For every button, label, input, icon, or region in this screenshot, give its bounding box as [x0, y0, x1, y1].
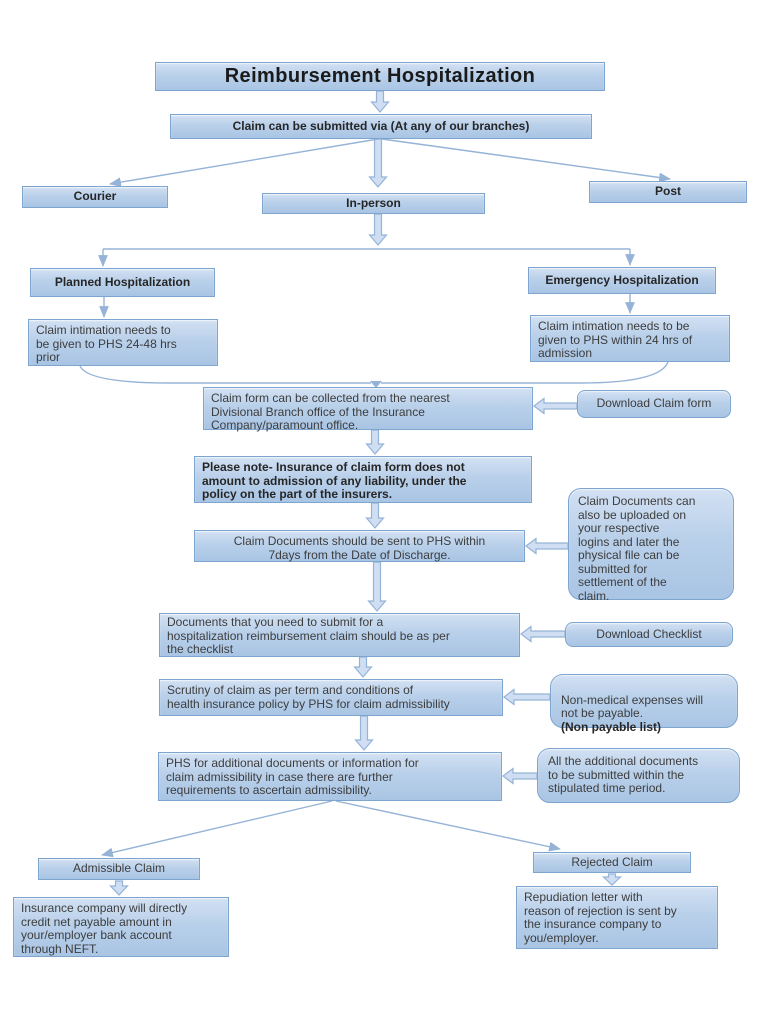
connector-submit-to-post: [381, 138, 671, 183]
node-neft-payment: Insurance company will directly credit n…: [13, 897, 229, 957]
connector-submit-to-courier: [109, 138, 379, 188]
node-intimation-emergency: Claim intimation needs to be given to PH…: [530, 315, 730, 362]
node-phs-additional: PHS for additional documents or informat…: [158, 752, 502, 801]
non-payable-list-text: (Non payable list): [561, 719, 662, 734]
connector-scrutiny-to-phs: [354, 715, 374, 751]
node-courier: Courier: [22, 186, 168, 208]
node-in-person: In-person: [262, 193, 485, 214]
node-scrutiny: Scrutiny of claim as per term and condit…: [159, 679, 503, 716]
connector-rejected-to-repudiation: [601, 873, 623, 886]
connector-submit-to-inperson: [368, 138, 388, 188]
node-rejected-claim: Rejected Claim: [533, 852, 691, 873]
non-medical-text: Non-medical expenses will not be payable…: [561, 692, 704, 720]
connector-downloadclaimform-to-claimform: [533, 397, 578, 415]
connector-phs-to-admissible: [101, 800, 333, 858]
node-claim-documents: Claim Documents should be sent to PHS wi…: [194, 530, 525, 562]
connector-phs-to-rejected: [335, 800, 561, 852]
connector-uploadnote-to-claimdocs: [525, 537, 569, 555]
node-post: Post: [589, 181, 747, 203]
node-checklist: Documents that you need to submit for a …: [159, 613, 520, 657]
connector-claimdocs-to-checklist: [367, 561, 387, 612]
node-title: Reimbursement Hospitalization: [155, 62, 605, 91]
node-intimation-planned: Claim intimation needs to be given to PH…: [28, 319, 218, 366]
node-claim-form: Claim form can be collected from the nea…: [203, 387, 533, 432]
node-submit-via: Claim can be submitted via (At any of ou…: [170, 114, 592, 139]
connector-nonmedical-to-scrutiny: [503, 688, 551, 706]
node-emergency-hospitalization: Emergency Hospitalization: [528, 267, 716, 294]
connector-downloadchecklist-to-checklist: [520, 625, 566, 643]
connector-additionaldocs-to-phs: [502, 767, 538, 785]
download-checklist-button[interactable]: Download Checklist: [565, 622, 733, 647]
connector-inperson-to-junction: [368, 213, 388, 246]
connector-admissible-to-neft: [109, 880, 129, 896]
node-admissible-claim: Admissible Claim: [38, 858, 200, 880]
note-additional-docs: All the additional documents to be submi…: [537, 748, 740, 803]
connector-intimations-to-claimform: [79, 361, 669, 388]
node-please-note: Please note- Insurance of claim form doe…: [194, 456, 532, 503]
connector-title-to-submit: [370, 90, 390, 113]
connector-claimform-to-pleasenote: [365, 429, 385, 455]
note-non-medical: Non-medical expenses will not be payable…: [550, 674, 738, 733]
download-claim-form-button[interactable]: Download Claim form: [577, 390, 731, 418]
note-upload-claim-documents: Claim Documents can also be uploaded on …: [568, 488, 734, 602]
node-planned-hospitalization: Planned Hospitalization: [30, 268, 215, 297]
connector-checklist-to-scrutiny: [353, 656, 373, 678]
node-repudiation-letter: Repudiation letter with reason of reject…: [516, 886, 718, 949]
connector-pleasenote-to-claimdocs: [365, 502, 385, 529]
